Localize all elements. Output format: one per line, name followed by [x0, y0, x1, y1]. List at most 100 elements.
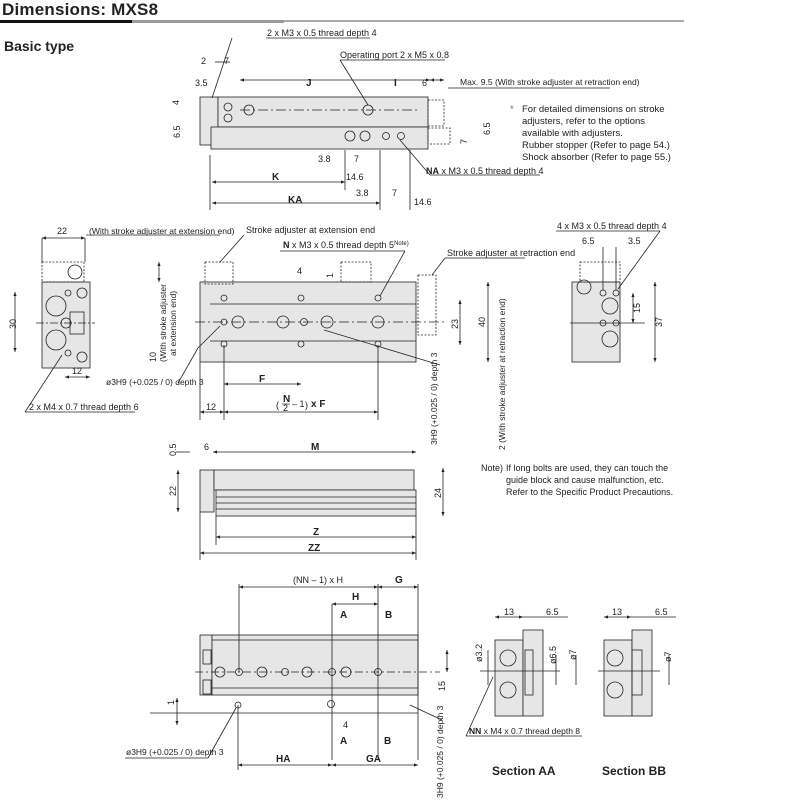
- dim-HA: HA: [276, 754, 290, 765]
- dim-H: H: [352, 592, 359, 603]
- dim-NN-H: (NN – 1) x H: [293, 575, 343, 585]
- dim-N-over-2-formula: ( N 2 – 1 ) x F: [276, 394, 325, 413]
- dim-3-5: 3.5: [195, 78, 208, 88]
- dim-A-bottom: A: [340, 736, 347, 747]
- side-view: [157, 234, 525, 420]
- callout-thread-m4: 2 x M4 x 0.7 thread depth 6: [29, 402, 139, 412]
- page-title: Dimensions: MXS8: [2, 0, 159, 19]
- sec-aa-dim-d7: ø7: [568, 649, 578, 660]
- dim-ZZ: ZZ: [308, 543, 320, 554]
- sec-bb-dim-6-5: 6.5: [655, 607, 668, 617]
- callout-adjuster-retraction: Stroke adjuster at retraction end: [447, 248, 575, 258]
- section-aa-label: Section AA: [492, 764, 556, 778]
- dim-F: F: [259, 374, 265, 385]
- dim-Z: Z: [313, 527, 319, 538]
- callout-N-note: Note): [394, 241, 409, 247]
- front-view: [176, 450, 445, 560]
- callout-thread-4x: 4 x M3 x 0.5 thread depth 4: [557, 221, 667, 231]
- callout-NA-bold: NA: [426, 166, 439, 176]
- dim-3-5-end: 3.5: [628, 236, 641, 246]
- section-aa: [465, 615, 582, 737]
- sec-aa-callout-NN: NN x M4 x 0.7 thread depth 8: [469, 726, 580, 736]
- dim-4-bottom: 4: [343, 720, 348, 730]
- note-long-bolts: Note) If long bolts are used, they can t…: [481, 462, 673, 498]
- callout-NA-thread: NA x M3 x 0.5 thread depth 4: [426, 166, 544, 176]
- dim-6-5-right: 6.5: [482, 122, 492, 135]
- dim-1-side: 1: [325, 273, 335, 278]
- dim-2: 2: [201, 56, 206, 66]
- sec-aa-dim-d3-2: ø3.2: [474, 644, 484, 662]
- dim-14-6-b: 14.6: [414, 197, 432, 207]
- dim-B-top: B: [385, 610, 392, 621]
- dim-37: 37: [654, 317, 664, 327]
- dim-6-5-end: 6.5: [582, 236, 595, 246]
- dim-I: I: [394, 78, 397, 89]
- callout-bore-right: 3H9 (+0.025 / 0) depth 3: [429, 352, 439, 445]
- dim-3-8-a: 3.8: [318, 154, 331, 164]
- dim-4: 4: [171, 100, 181, 105]
- dim-J: J: [306, 78, 312, 89]
- dim-NF-rest: – 1: [292, 399, 305, 409]
- table-body: [217, 96, 429, 128]
- note-prefix: Note): [481, 463, 504, 473]
- dim-10-note-1: (With stroke adjuster: [158, 284, 168, 362]
- callout-N-thread: N x M3 x 0.5 thread depth 5Note): [283, 240, 409, 250]
- paren-close: ): [305, 400, 308, 410]
- dim-KA: KA: [288, 195, 302, 206]
- footnote-line: Shock absorber (Refer to page 55.): [522, 152, 671, 163]
- sec-bb-dim-13: 13: [612, 607, 622, 617]
- dim-NF-2: 2: [283, 403, 288, 413]
- adjuster-dashed: [427, 99, 445, 127]
- dim-B-bottom: B: [384, 736, 391, 747]
- sec-aa-dim-6-5: 6.5: [546, 607, 559, 617]
- footnote-line: available with adjusters.: [522, 128, 623, 139]
- dim-24: 24: [433, 488, 443, 498]
- dim-40: 40: [477, 317, 487, 327]
- sec-aa-dim-d6-5: ø6.5: [548, 646, 558, 664]
- footnote-adjusters: * For detailed dimensions on stroke adju…: [510, 104, 671, 164]
- section-bb: [598, 615, 676, 717]
- footnote-line: For detailed dimensions on stroke: [522, 104, 665, 115]
- dim-7-right: 7: [459, 139, 469, 144]
- title-rule-light-extension: [284, 20, 684, 22]
- sec-aa-callout-bold: NN: [469, 726, 481, 736]
- dim-10-note-2: at extension end): [168, 291, 178, 356]
- dim-1-bottom: 1: [166, 700, 176, 705]
- callout-max-9-5: Max. 9.5 (With stroke adjuster at retrac…: [460, 77, 640, 87]
- dim-NF-xF: x F: [311, 399, 325, 410]
- sec-bb-dim-d7: ø7: [663, 651, 673, 662]
- dim-3-8-b: 3.8: [356, 188, 369, 198]
- dim-0-5: 0.5: [168, 443, 178, 456]
- end-view-right: [556, 230, 661, 363]
- dim-6-5-left: 6.5: [172, 125, 182, 138]
- dim-NF-N: N: [283, 394, 290, 405]
- dim-6: 6: [422, 78, 427, 88]
- dim-2-retraction: 2 (With stroke adjuster at retraction en…: [497, 298, 507, 450]
- footnote-line: adjusters, refer to the options: [522, 116, 646, 127]
- thread-hole: [223, 113, 233, 123]
- footnote-line: Rubber stopper (Refer to page 54.): [522, 140, 670, 151]
- dim-22-end: 22: [57, 226, 67, 236]
- note-line: guide block and cause malfunction, etc.: [506, 475, 664, 485]
- paren-open: (: [276, 400, 279, 410]
- bottom-view: [125, 584, 449, 770]
- dim-12-end: 12: [72, 366, 82, 376]
- callout-extension-end: (With stroke adjuster at extension end): [89, 226, 235, 236]
- dim-A-top: A: [340, 610, 347, 621]
- dim-15-end: 15: [632, 303, 642, 313]
- end-view-left: [13, 234, 220, 413]
- title-rule-light: [132, 20, 284, 23]
- section-bb-label: Section BB: [602, 764, 667, 778]
- dim-GA: GA: [366, 754, 381, 765]
- section-subtitle: Basic type: [4, 38, 75, 54]
- callout-NA-rest: x M3 x 0.5 thread depth 4: [439, 166, 544, 176]
- dim-15-bottom: 15: [437, 681, 447, 691]
- title-rule: [0, 20, 132, 23]
- dim-K: K: [272, 172, 280, 183]
- adjuster-dashed-lower: [427, 127, 451, 145]
- footnote-mark: *: [510, 104, 514, 115]
- top-view: [199, 37, 610, 210]
- callout-N-rest: x M3 x 0.5 thread depth 5: [290, 240, 395, 250]
- base-body: [210, 126, 429, 150]
